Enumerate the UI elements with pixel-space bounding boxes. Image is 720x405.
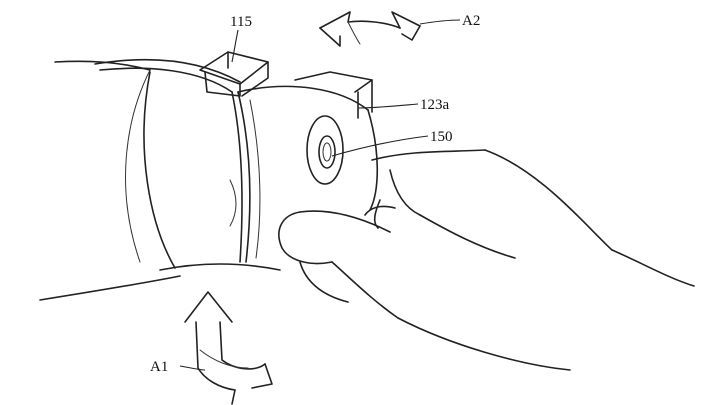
leader-150 bbox=[331, 135, 429, 157]
housing-123a bbox=[237, 85, 379, 263]
rotation-arrow-a1 bbox=[184, 291, 273, 405]
label-a2: A2 bbox=[462, 13, 480, 29]
forearm bbox=[39, 60, 181, 301]
band bbox=[94, 58, 281, 271]
label-a1: A1 bbox=[150, 359, 168, 375]
leader-115 bbox=[231, 29, 239, 63]
buckle-115 bbox=[199, 51, 373, 119]
hand bbox=[229, 149, 695, 371]
leader-a2 bbox=[419, 19, 461, 25]
rotation-arrow-a2 bbox=[319, 11, 421, 47]
leader-123a bbox=[357, 103, 419, 109]
label-123a: 123a bbox=[420, 97, 450, 113]
leader-a1 bbox=[179, 365, 206, 371]
label-115: 115 bbox=[230, 14, 252, 30]
label-150: 150 bbox=[430, 129, 453, 145]
crown-150 bbox=[306, 115, 344, 185]
